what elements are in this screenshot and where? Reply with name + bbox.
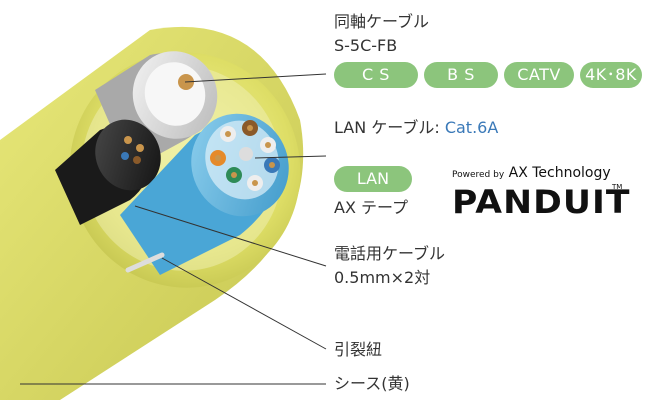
phone-cable bbox=[55, 119, 161, 225]
powered-by-ax: AX Technology bbox=[508, 165, 611, 181]
tag-4k8k: 4K･8K bbox=[580, 62, 642, 88]
tag-lan: LAN bbox=[334, 166, 412, 192]
tag-catv: CATV bbox=[504, 62, 574, 88]
powered-by-small: Powered by bbox=[452, 170, 505, 180]
sheath-label: シース(黄) bbox=[334, 374, 410, 393]
lan-cable-label: LAN ケーブル: Cat.6A bbox=[334, 118, 498, 138]
coax-tag-row: C S B S CATV 4K･8K bbox=[334, 62, 642, 88]
phone-cable-title: 電話用ケーブル bbox=[334, 244, 446, 263]
powered-by-text: Powered by AX Technology bbox=[452, 165, 611, 181]
rip-cord-label: 引裂紐 bbox=[334, 340, 383, 359]
lan-cable-label-prefix: LAN ケーブル: bbox=[334, 118, 445, 137]
lan-cable bbox=[120, 113, 289, 275]
tag-cs: C S bbox=[334, 62, 418, 88]
trademark-mark: TM bbox=[612, 183, 623, 191]
leader-lines bbox=[20, 73, 327, 385]
phone-cable-spec: 0.5mm×2対 bbox=[334, 268, 431, 287]
tag-bs: B S bbox=[424, 62, 498, 88]
coax-title: 同軸ケーブル bbox=[334, 12, 430, 31]
coax-model: S-5C-FB bbox=[334, 36, 398, 55]
panduit-logo: PANDUIT bbox=[452, 183, 631, 221]
ax-tape-label: AX テープ bbox=[334, 198, 409, 217]
rip-cord bbox=[125, 252, 165, 273]
lan-category: Cat.6A bbox=[444, 118, 499, 137]
